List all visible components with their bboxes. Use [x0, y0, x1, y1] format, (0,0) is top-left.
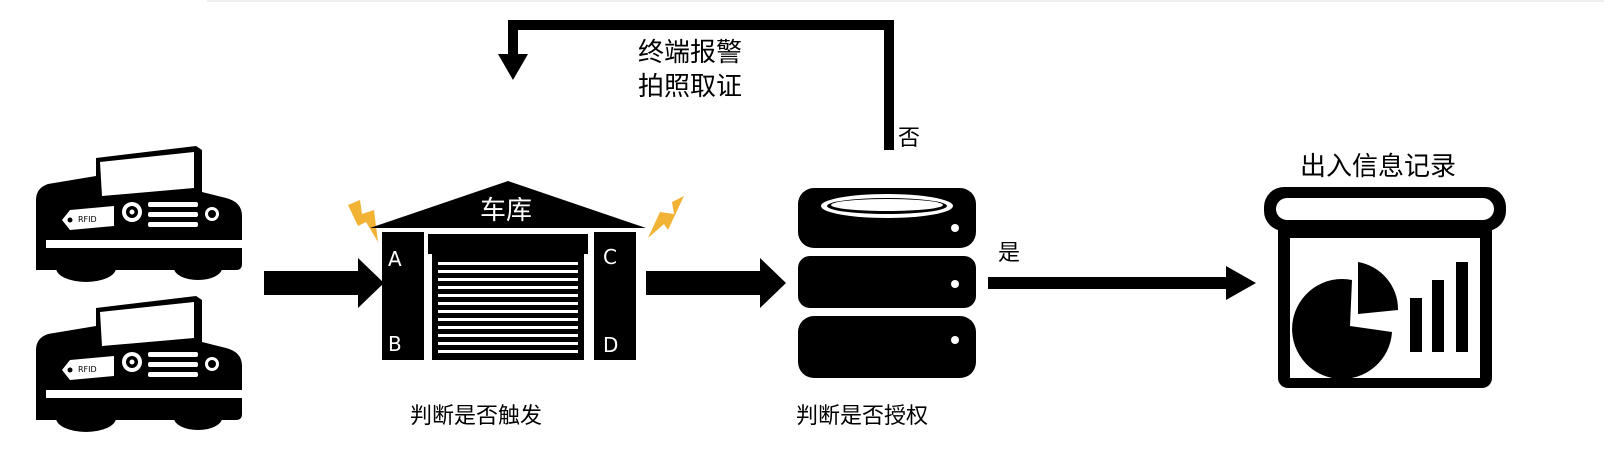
sensor-d-label: D	[603, 333, 619, 357]
record-title: 出入信息记录	[1300, 152, 1457, 182]
sensor-b-label: B	[388, 332, 402, 356]
car-icon	[36, 146, 242, 282]
no-label: 否	[898, 126, 921, 151]
report-board-icon	[1264, 187, 1506, 388]
judge-auth-label: 判断是否授权	[796, 404, 929, 429]
arrow-icon	[264, 258, 384, 308]
arrow-icon	[646, 258, 786, 308]
car-icon	[36, 296, 242, 432]
yes-label: 是	[998, 241, 1021, 266]
server-icon	[798, 188, 976, 378]
judge-trigger-label: 判断是否触发	[410, 404, 543, 429]
alarm-label-line1: 终端报警	[638, 38, 743, 68]
top-border	[207, 0, 1604, 2]
alarm-label-line2: 拍照取证	[638, 72, 743, 102]
lightning-icon	[648, 196, 684, 238]
sensor-c-label: C	[603, 245, 617, 269]
garage-label: 车库	[480, 196, 533, 226]
arrow-icon	[498, 20, 894, 150]
lightning-icon	[348, 200, 378, 242]
arrow-icon	[988, 266, 1256, 300]
garage-icon	[370, 181, 646, 360]
sensor-a-label: A	[388, 247, 402, 271]
